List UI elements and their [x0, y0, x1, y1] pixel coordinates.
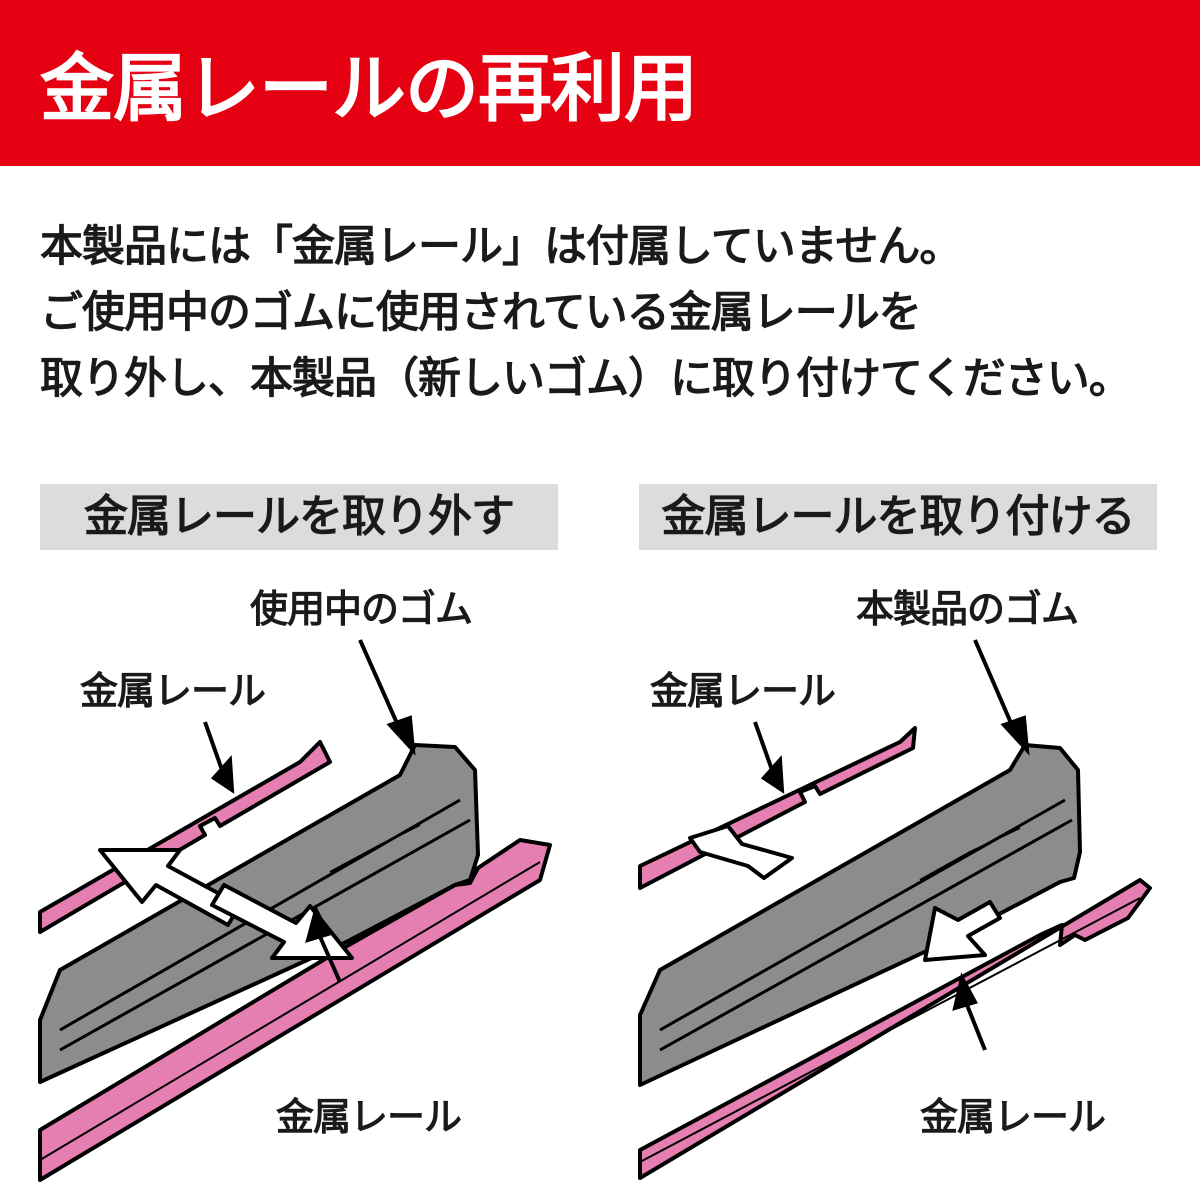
remove-rail-illustration — [38, 639, 552, 1182]
insert-arrow-icon — [688, 824, 794, 880]
pointer-arrow-icon — [210, 755, 235, 794]
label-metal-rail: 金属レール — [276, 1095, 462, 1139]
label-metal-rail: 金属レール — [920, 1095, 1106, 1139]
move-arrow-icon — [210, 883, 354, 960]
label-rubber-in-use: 使用中のゴム — [250, 587, 473, 631]
pointer-arrow-icon — [952, 972, 978, 1011]
metal-rail-upper — [38, 740, 332, 934]
insert-arrow-icon — [923, 900, 1002, 962]
section-heading-attach: 金属レールを取り付ける — [639, 484, 1157, 550]
metal-rail-lower — [638, 878, 1152, 1180]
label-metal-rail: 金属レール — [650, 669, 836, 713]
intro-line: ご使用中のゴムに使用されている金属レールを — [40, 288, 922, 338]
page-title: 金属レールの再利用 — [40, 46, 698, 132]
pointer-arrow-icon — [386, 715, 416, 756]
pointer-arrow-icon — [1000, 715, 1030, 756]
title-banner: 金属レールの再利用 — [0, 0, 1200, 166]
section-heading-remove: 金属レールを取り外す — [40, 484, 558, 550]
intro-line: 取り外し、本製品（新しいゴム）に取り付けてください。 — [40, 354, 1132, 404]
pointer-arrow-icon — [305, 904, 331, 943]
intro-text: 本製品には「金属レール」は付属していません。 ご使用中のゴムに使用されている金属… — [40, 214, 1180, 412]
pointer-arrow-icon — [760, 755, 785, 794]
metal-rail-lower — [38, 838, 552, 1182]
label-new-rubber: 本製品のゴム — [856, 587, 1079, 631]
intro-line: 本製品には「金属レール」は付属していません。 — [40, 222, 962, 272]
attach-rail-illustration — [638, 639, 1152, 1180]
label-metal-rail: 金属レール — [80, 669, 266, 713]
